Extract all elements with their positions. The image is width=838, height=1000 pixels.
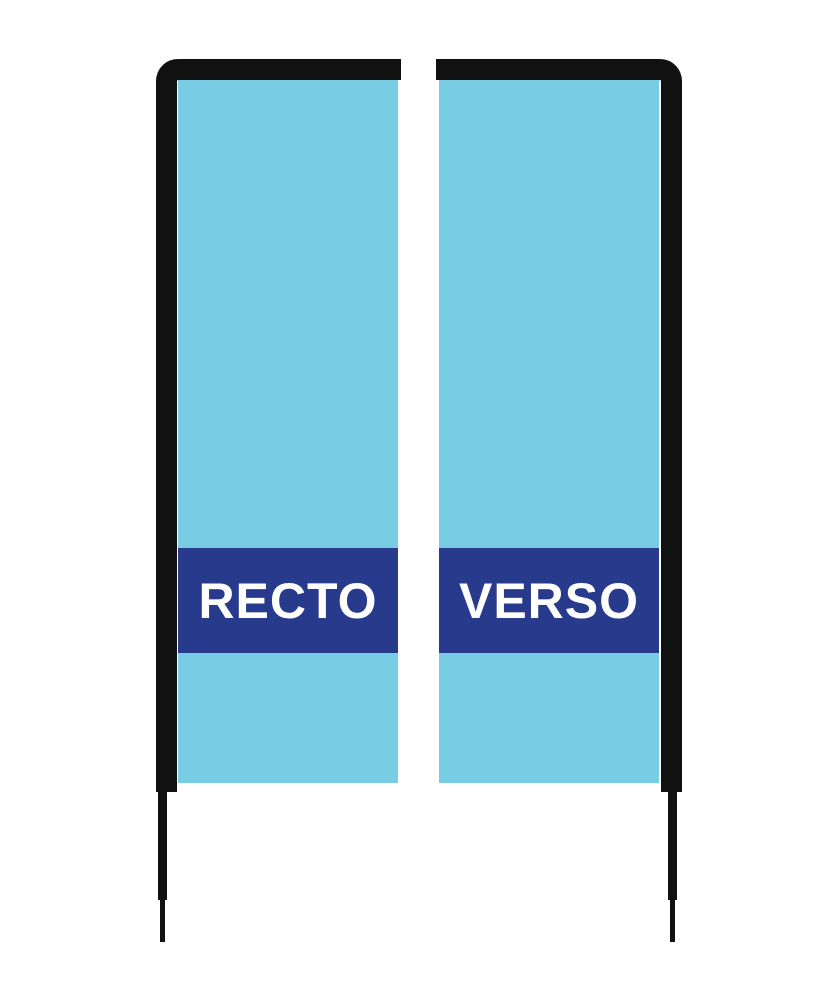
flag-verso: VERSO xyxy=(439,80,659,783)
lower-pole-right xyxy=(668,790,677,900)
upright-pole-right xyxy=(661,80,682,792)
top-bar-left xyxy=(178,59,401,80)
upright-pole-left xyxy=(156,80,177,792)
ground-spike-left xyxy=(160,898,165,942)
flag-recto: RECTO xyxy=(178,80,398,783)
band-verso: VERSO xyxy=(439,548,659,653)
band-recto: RECTO xyxy=(178,548,398,653)
ground-spike-right xyxy=(670,898,675,942)
label-verso: VERSO xyxy=(458,572,640,629)
top-bar-right xyxy=(436,59,660,80)
lower-pole-left xyxy=(158,790,167,900)
label-recto: RECTO xyxy=(198,572,378,629)
